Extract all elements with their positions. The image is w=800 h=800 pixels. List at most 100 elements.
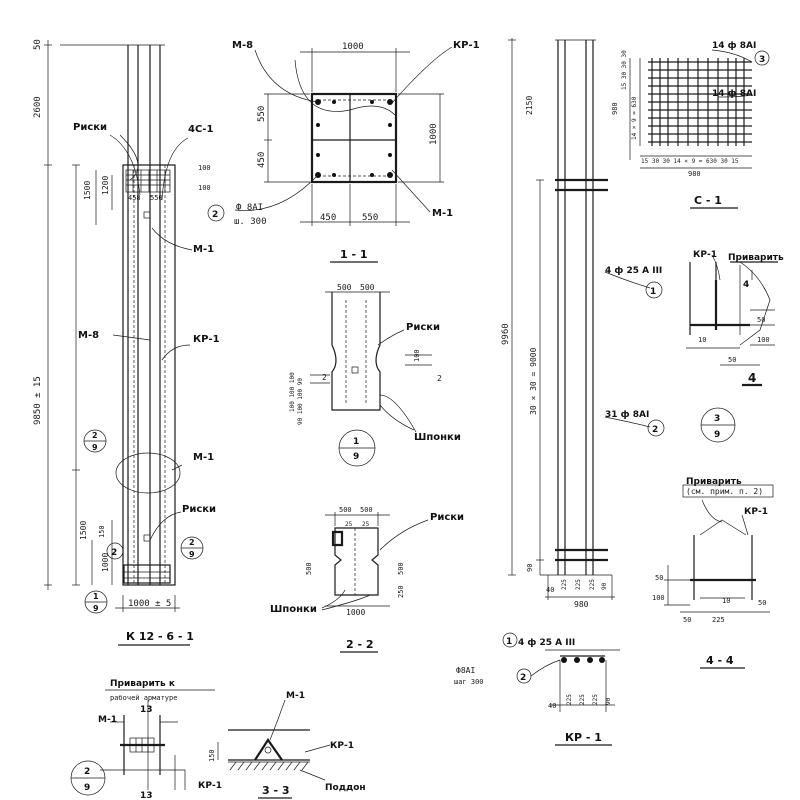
d19-d2: 2	[322, 373, 327, 382]
kps-spec-a: Ф8АI	[456, 666, 475, 675]
callout-circle	[647, 419, 665, 437]
leader	[161, 137, 189, 201]
dkp-d10: 10	[698, 336, 706, 344]
sec-mark-l-bot: 9	[93, 604, 99, 613]
s33-d150: 150	[208, 749, 216, 762]
dim-total: 9850 ± 15	[33, 376, 43, 425]
leader	[149, 511, 182, 541]
dkp-d50: 50	[757, 316, 765, 324]
kps-d40: 40	[548, 702, 556, 710]
label-4c1: 4С-1	[188, 124, 213, 135]
tick-100a: 100	[198, 164, 211, 172]
leader	[161, 344, 191, 361]
s11-title: 1 - 1	[340, 248, 368, 261]
leader	[171, 464, 183, 471]
detail-kp1-weld	[686, 254, 778, 387]
d19-b500: 500	[360, 283, 375, 292]
dim-1200: 1200	[101, 176, 110, 195]
callout-circle	[207, 204, 225, 222]
d19-circle-bot: 9	[353, 452, 359, 462]
kp-d225b: 225	[575, 579, 582, 590]
s33-poddon: Поддон	[325, 783, 366, 793]
leader	[234, 174, 319, 211]
dkp-d100: 100	[757, 336, 770, 344]
w29-d13b: 13	[140, 791, 153, 800]
s44-d100: 100	[652, 594, 665, 602]
kps-d225: 225	[566, 694, 573, 705]
dkp-h4: 4	[743, 280, 749, 290]
label-kp1: КР-1	[193, 334, 220, 345]
section-2-2	[321, 512, 429, 653]
kps-c1: 1	[506, 637, 512, 647]
s11-b450: 450	[320, 213, 336, 223]
c39-top: 3	[714, 414, 720, 424]
label-m1-mid: М-1	[193, 452, 214, 463]
kps-title: КР - 1	[565, 731, 602, 744]
kps-spec-b: шаг 300	[454, 678, 484, 686]
d19-riski: Риски	[406, 322, 440, 333]
s33-m1: М-1	[286, 691, 305, 701]
leader	[109, 134, 141, 196]
weld-detail-2-9	[70, 689, 215, 796]
kps-d90: 90	[605, 697, 612, 705]
dim-upper: 2600	[33, 96, 43, 118]
w29-weld-b: рабочей арматуре	[110, 694, 177, 702]
detail-1-9	[310, 291, 432, 467]
s22-c25: 25	[345, 521, 353, 528]
top-mesh	[125, 169, 171, 193]
column-outline	[122, 164, 176, 586]
c1-left-980: 980	[611, 102, 619, 115]
s44-weld: Приварить	[686, 477, 742, 487]
s33-kp1: КР-1	[330, 741, 354, 751]
d19-stack: 100 100 100	[289, 372, 296, 412]
tick-100b: 100	[198, 184, 211, 192]
w29-circle-bot: 9	[84, 783, 90, 793]
callout-circle	[106, 542, 124, 560]
kps-d225c: 225	[592, 694, 599, 705]
sec-mark-top: 2	[92, 431, 98, 440]
s11-kp1: КР-1	[453, 40, 480, 51]
mesh-grid	[648, 58, 752, 146]
s44-note: (см. прим. п. 2)	[686, 487, 763, 496]
sec-mark-r-top: 2	[189, 538, 195, 547]
sec-mark-l-top: 1	[93, 592, 99, 601]
detail-ellipse	[115, 452, 181, 494]
kp-callout2: 2	[652, 425, 658, 435]
s44-d50c: 50	[758, 599, 766, 607]
s44-kp1: КР-1	[744, 507, 768, 517]
dkp-section: 4	[748, 371, 756, 385]
section-1-1	[207, 46, 453, 263]
kps-c2: 2	[520, 673, 526, 683]
kp-callout1: 1	[650, 287, 656, 297]
kp-d90: 90	[601, 582, 608, 590]
c39-bot: 9	[714, 430, 720, 440]
callout-circle	[754, 50, 770, 66]
kps-rebar1: 4 ф 25 А III	[518, 638, 575, 648]
c1-title: С - 1	[694, 194, 722, 207]
d19-a500: 500	[337, 283, 352, 292]
kp-d225: 225	[561, 579, 568, 590]
kps-d225b: 225	[579, 694, 586, 705]
sec-mark-bot: 9	[92, 443, 98, 452]
label-riski-top: Риски	[73, 122, 107, 133]
column-elevation	[44, 40, 204, 646]
s11-h450: 450	[257, 152, 267, 168]
kp-d225c: 225	[589, 579, 596, 590]
d19-d100: 100	[413, 349, 421, 362]
kp1-elevation	[508, 38, 665, 600]
label-m1-top: М-1	[193, 244, 214, 255]
kp-width: 980	[574, 600, 589, 609]
s22-c25b: 25	[362, 521, 370, 528]
leader	[391, 169, 431, 213]
w29-kp1: КР-1	[198, 781, 222, 791]
callout-circle	[645, 281, 663, 299]
dkp-d50b: 50	[728, 356, 736, 364]
column-title: К 12 - 6 - 1	[126, 630, 194, 643]
section-3-3	[217, 699, 331, 799]
callout-circle	[502, 632, 518, 648]
c1-pitch: 14 × 9 = 630	[631, 96, 638, 140]
w29-m1: М-1	[98, 715, 117, 725]
dim-150: 150	[98, 525, 106, 538]
